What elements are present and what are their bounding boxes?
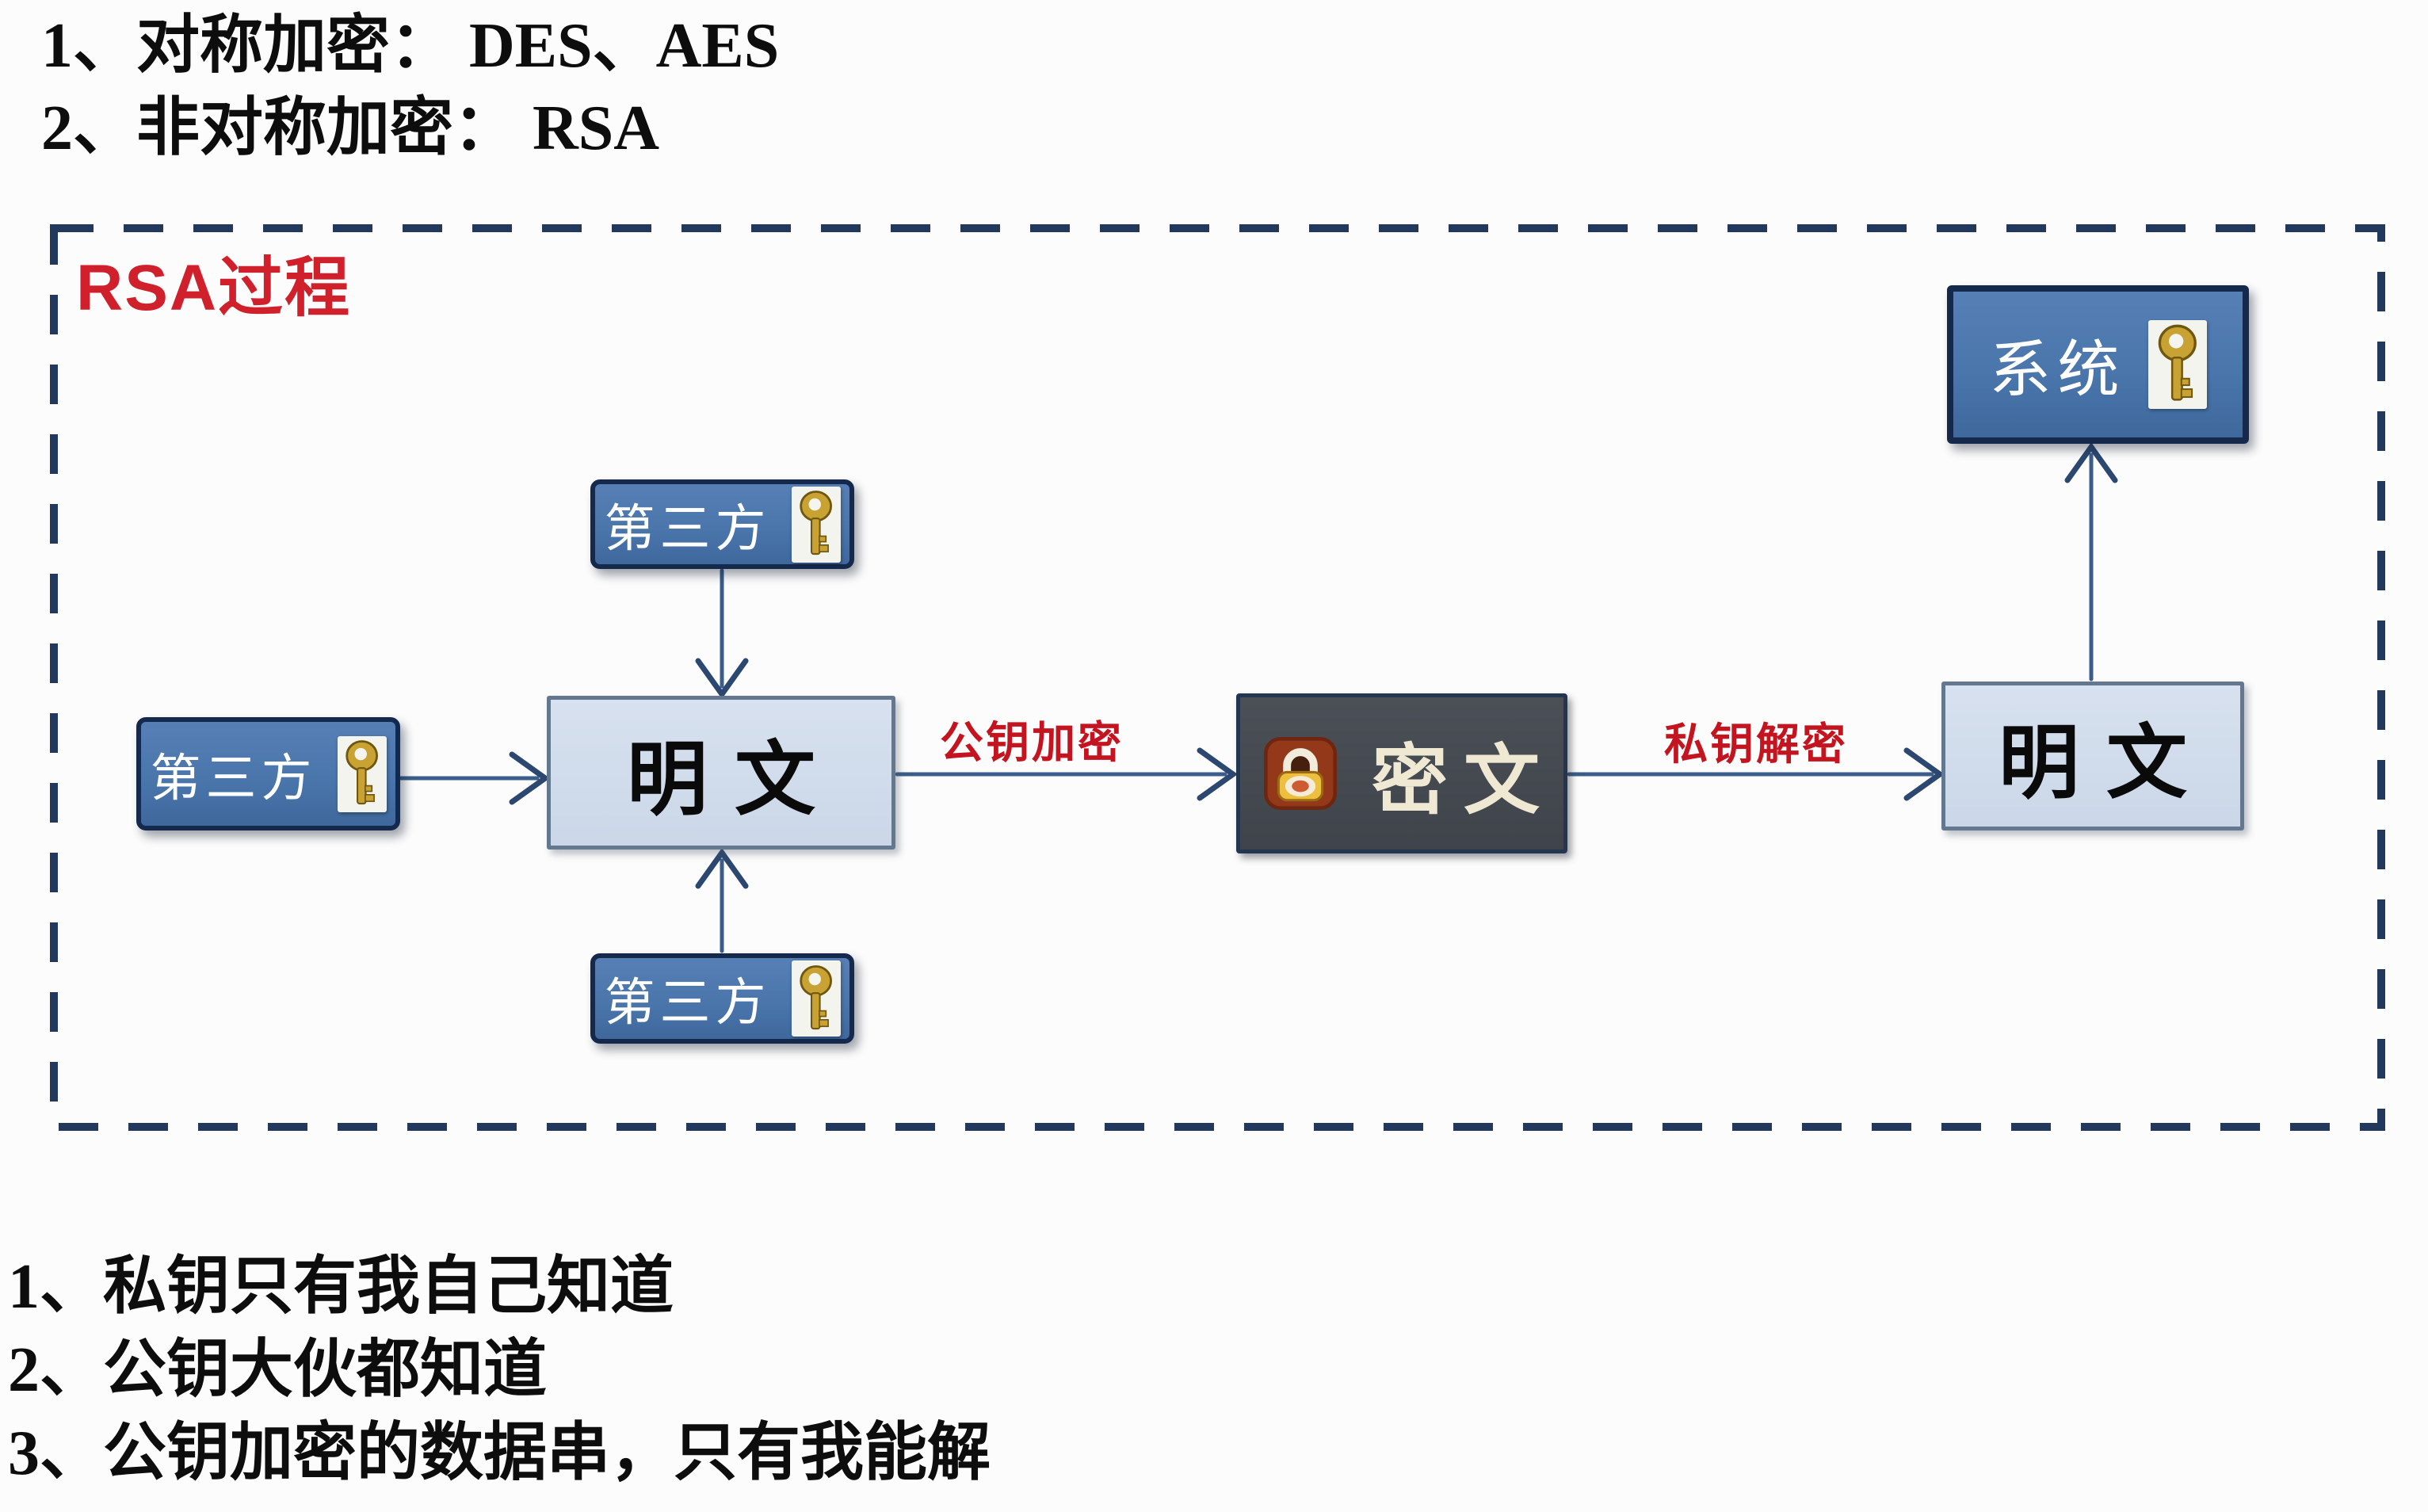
third-party-label: 第三方 bbox=[604, 499, 771, 557]
system-label: 系统 bbox=[1989, 334, 2126, 404]
third-party-label: 第三方 bbox=[604, 974, 771, 1031]
third-party-box-top: 第三方 bbox=[590, 479, 854, 569]
plaintext-label: 明文 bbox=[1999, 719, 2214, 809]
third-party-box-bottom: 第三方 bbox=[590, 953, 854, 1044]
key-icon bbox=[2147, 320, 2207, 409]
arrow-third-top-to-plain bbox=[695, 568, 749, 700]
note-asymmetric: 2、非对称加密： RSA bbox=[41, 94, 660, 163]
arrow-third-left-to-plain bbox=[399, 751, 551, 805]
rsa-process-title: RSA过程 bbox=[76, 252, 352, 324]
ciphertext-label: 密文 bbox=[1372, 738, 1556, 823]
arrow-third-bottom-to-plain bbox=[695, 847, 749, 953]
key-icon bbox=[791, 486, 841, 563]
encryption-type-notes: 1、对称加密： DES、AES 2、非对称加密： RSA bbox=[41, 5, 779, 170]
plaintext-box-right: 明文 bbox=[1941, 682, 2244, 830]
note-symmetric: 1、对称加密： DES、AES bbox=[41, 11, 780, 81]
arrow-plain-to-system bbox=[2064, 441, 2118, 682]
third-party-box-left: 第三方 bbox=[136, 717, 400, 830]
plaintext-box-left: 明文 bbox=[547, 696, 895, 850]
note-private-key: 1、私钥只有我自己知道 bbox=[8, 1252, 674, 1322]
public-key-encrypt-label: 公钥加密 bbox=[940, 718, 1124, 767]
note-decrypt-rule: 3、公钥加密的数据串，只有我能解 bbox=[8, 1418, 991, 1488]
third-party-label: 第三方 bbox=[150, 749, 317, 807]
key-rule-notes: 1、私钥只有我自己知道 2、公钥大伙都知道 3、公钥加密的数据串，只有我能解 bbox=[8, 1246, 991, 1495]
system-box: 系统 bbox=[1947, 285, 2249, 444]
lock-icon bbox=[1264, 737, 1337, 810]
key-icon bbox=[337, 735, 387, 812]
private-key-decrypt-label: 私钥解密 bbox=[1664, 720, 1849, 769]
ciphertext-box: 密文 bbox=[1236, 693, 1567, 853]
key-icon bbox=[791, 960, 841, 1037]
plaintext-label: 明文 bbox=[627, 735, 842, 826]
note-public-key: 2、公钥大伙都知道 bbox=[8, 1335, 547, 1405]
